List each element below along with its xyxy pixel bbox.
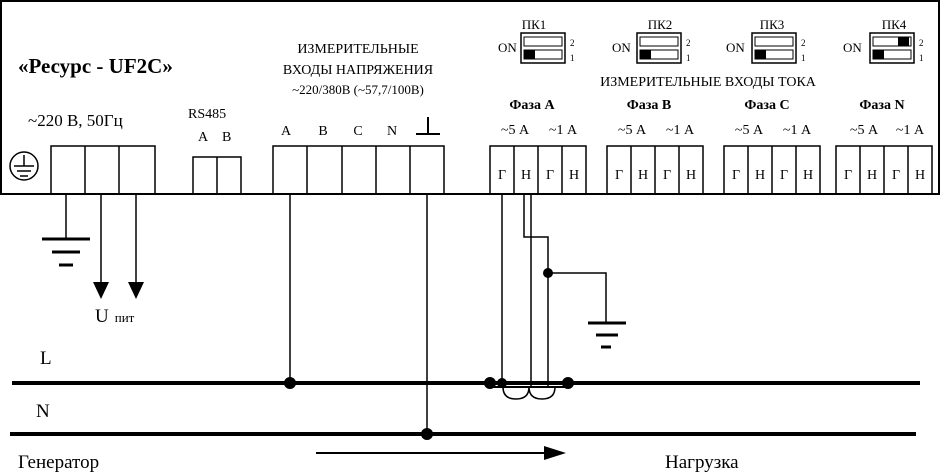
voltage-terminal-c-label: C [353, 124, 362, 139]
load-label: Нагрузка [665, 452, 739, 472]
supply-arrow-1 [93, 194, 109, 299]
phase-terminal: Г [732, 168, 740, 183]
phase-range-high: ~5 А [618, 123, 647, 138]
power-terminal-block [50, 145, 156, 195]
phase-terminal: Г [844, 168, 852, 183]
device-title: «Ресурс - UF2C» [18, 54, 173, 78]
power-ground-wire [42, 194, 90, 267]
phase-range-low: ~1 А [896, 123, 925, 138]
dip-switch-on-label: ON [726, 40, 745, 55]
phase-terminal: Н [915, 168, 925, 183]
current-inputs-title: ИЗМЕРИТЕЛЬНЫЕ ВХОДЫ ТОКА [600, 75, 817, 90]
phase-terminal: Г [663, 168, 671, 183]
current-phase-b: Фаза В ~5 А ~1 А Г Н Г Н [606, 98, 704, 195]
dip-switch-pos-bottom: 1 [686, 53, 691, 63]
dip-switch-pos-top: 2 [801, 38, 806, 48]
current-phase-n: Фаза N ~5 А ~1 А Г Н Г Н [835, 98, 933, 195]
phase-range-high: ~5 А [735, 123, 764, 138]
rs485-terminal-a-label: A [198, 130, 209, 145]
phase-name: Фаза N [859, 98, 904, 113]
current-phase-a: Фаза А ~5 А ~1 А Г Н Г Н [489, 98, 587, 195]
current-transformer [484, 194, 607, 400]
voltage-ground-icon [416, 117, 440, 135]
power-flow-arrow [316, 446, 566, 460]
voltage-terminal-n-label: N [387, 124, 397, 139]
phase-terminal: Г [498, 168, 506, 183]
dip-switch-label: ПК3 [760, 17, 785, 32]
phase-terminal: Н [521, 168, 531, 183]
voltage-terminal-block [272, 145, 445, 195]
dip-switch-pos-bottom: 1 [919, 53, 924, 63]
dip-switch-on-label: ON [498, 40, 517, 55]
voltage-inputs-title-1: ИЗМЕРИТЕЛЬНЫЕ [297, 42, 418, 57]
phase-terminal: Н [686, 168, 696, 183]
phase-name: Фаза С [744, 98, 789, 113]
device-housing [0, 0, 940, 195]
phase-range-low: ~1 А [549, 123, 578, 138]
phase-range-low: ~1 А [783, 123, 812, 138]
rs485-label: RS485 [188, 107, 226, 122]
junction-dot [421, 428, 433, 440]
line-n-label: N [36, 401, 50, 422]
phase-terminal: Г [780, 168, 788, 183]
dip-switch-pk4: ПК4 ON 2 1 [843, 17, 924, 64]
current-phase-c: Фаза С ~5 А ~1 А Г Н Г Н [723, 98, 821, 195]
dip-switch-pos-top: 2 [686, 38, 691, 48]
dip-switch-label: ПК4 [882, 17, 907, 32]
phase-range-high: ~5 А [501, 123, 530, 138]
ct-ground-icon [588, 321, 626, 349]
dip-switch-on-label: ON [843, 40, 862, 55]
dip-switch-on-label: ON [612, 40, 631, 55]
rs485-terminal-b-label: B [222, 130, 231, 145]
junction-dot [284, 377, 296, 389]
phase-terminal: Г [615, 168, 623, 183]
dip-switch-label: ПК1 [522, 17, 547, 32]
phase-terminal: Н [867, 168, 877, 183]
dip-switch-pk2: ПК2 ON 2 1 [612, 17, 691, 64]
voltage-inputs-range: ~220/380В (~57,7/100В) [292, 82, 424, 97]
protective-earth-icon [9, 151, 39, 181]
power-label: ~220 В, 50Гц [28, 111, 123, 130]
supply-arrow-2 [128, 194, 144, 299]
phase-name: Фаза А [509, 98, 555, 113]
phase-range-high: ~5 А [850, 123, 879, 138]
phase-terminal: Н [755, 168, 765, 183]
voltage-terminal-b-label: B [318, 124, 327, 139]
phase-terminal: Г [892, 168, 900, 183]
voltage-inputs-title-2: ВХОДЫ НАПРЯЖЕНИЯ [283, 63, 433, 78]
voltage-terminal-a-label: A [281, 124, 292, 139]
dip-switch-pos-top: 2 [570, 38, 575, 48]
line-l-label: L [40, 348, 52, 369]
dip-switch-pos-top: 2 [919, 38, 924, 48]
phase-terminal: Н [638, 168, 648, 183]
phase-range-low: ~1 А [666, 123, 695, 138]
rs485-terminal-block [192, 156, 242, 195]
generator-label: Генератор [18, 452, 99, 472]
dip-switch-label: ПК2 [648, 17, 673, 32]
dip-switch-pos-bottom: 1 [570, 53, 575, 63]
dip-switch-pos-bottom: 1 [801, 53, 806, 63]
dip-switch-pk1: ПК1 ON 2 1 [498, 17, 575, 64]
phase-terminal: Г [546, 168, 554, 183]
phase-name: Фаза В [627, 98, 672, 113]
phase-terminal: Н [569, 168, 579, 183]
phase-terminal: Н [803, 168, 813, 183]
dip-switch-pk3: ПК3 ON 2 1 [726, 17, 806, 64]
